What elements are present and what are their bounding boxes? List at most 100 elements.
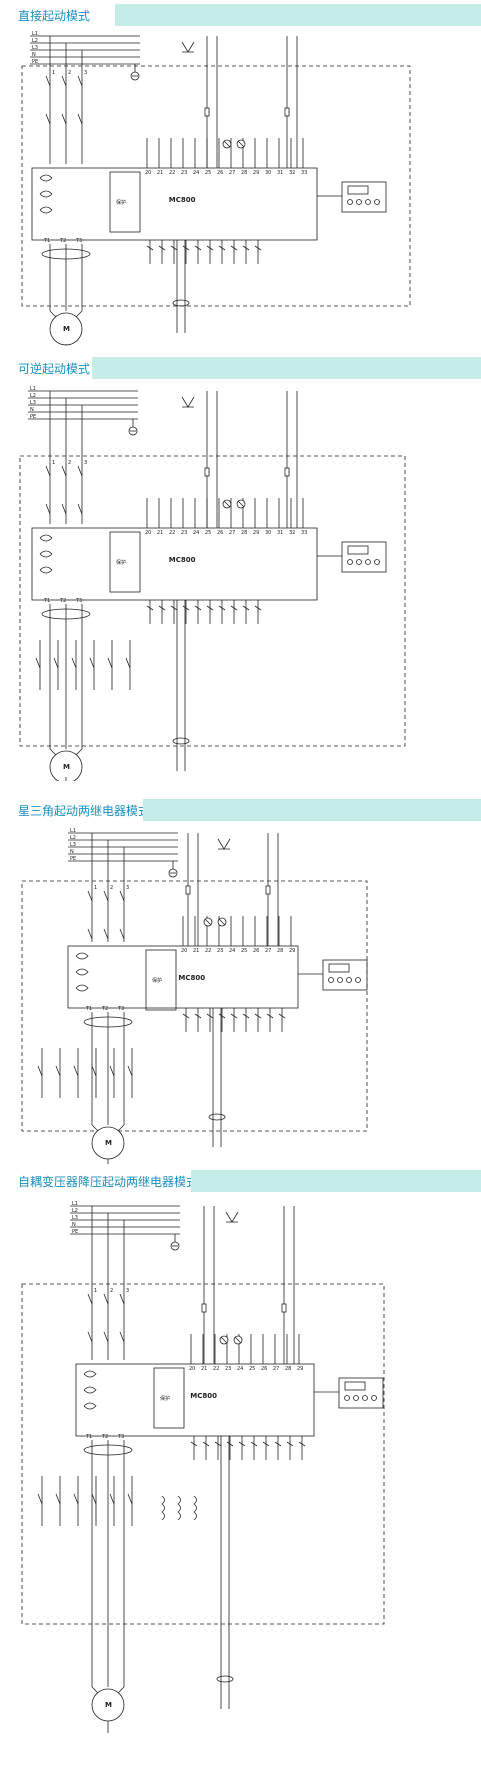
terminal-number: 30 [265,170,271,176]
input-switch-icon [274,1441,282,1447]
ct-coil-icon [39,566,53,574]
panel-button-icon [362,1395,368,1401]
terminal-number: 28 [285,1366,291,1372]
supply-line-label: L3 [70,842,76,848]
cabinet-boundary [21,1283,385,1625]
terminal-number: 33 [301,530,307,536]
input-switch-icon [266,1013,274,1019]
cabinet-boundary [19,455,406,747]
input-switch-icon [242,605,250,611]
terminal-number: 24 [193,170,199,176]
section-header: 星三角起动两继电器模式 [0,799,481,821]
terminal-number: 22 [213,1366,219,1372]
shield-icon [172,299,190,307]
terminal-number: 31 [277,170,283,176]
panel-button-icon [365,559,371,565]
input-switch-icon [182,1013,190,1019]
contactor-contact [87,1331,93,1343]
contactor-contact [127,1493,133,1505]
panel-button-icon [374,199,380,205]
lamp-cross [223,500,231,508]
lamp-cross [223,140,231,148]
protection-label: 保护 [160,1395,170,1402]
terminal-number: T2 [101,1434,108,1440]
section-header: 自耦变压器降压起动两继电器模式 [0,1170,481,1192]
panel-button-icon [328,977,334,983]
zero-sequence-ct-icon [83,1016,133,1028]
supply-line-label: N [32,52,36,58]
modbus-connector-icon [181,41,195,53]
protection-block [145,949,177,1011]
terminal-number: 26 [217,530,223,536]
modbus-connector-icon [181,396,195,408]
terminal-number: 2 [68,70,71,76]
section-title: 可逆起动模式 [18,362,91,376]
panel-button-icon [344,1395,350,1401]
operator-panel [338,1377,384,1409]
controller-box [31,167,318,241]
supply-line-label: L2 [32,38,38,44]
input-switch-icon [170,605,178,611]
input-switch-icon [206,1013,214,1019]
input-switch-icon [286,1441,294,1447]
breaker-contact [119,1293,125,1305]
input-switch-icon [202,1441,210,1447]
input-switch-icon [230,605,238,611]
breaker-contact [87,890,93,902]
terminal-number: T3 [117,1006,124,1012]
section-title: 星三角起动两继电器模式 [18,804,151,818]
terminal-number: 25 [205,170,211,176]
modbus-connector-icon [217,838,231,850]
input-switch-icon [230,1013,238,1019]
operator-panel-display [328,963,350,973]
supply-line-label: L1 [32,31,38,37]
section-title-bar [115,4,481,26]
protection-block [109,531,141,593]
zero-sequence-ct-icon [41,608,91,620]
protection-block [153,1367,185,1429]
controller-label: MC800 [169,556,196,564]
contactor-contact [107,657,113,669]
terminal-number: 21 [157,530,163,536]
terminal-number: 20 [189,1366,195,1372]
panel-button-icon [347,199,353,205]
panel-button-icon [353,1395,359,1401]
terminal-number: 2 [110,1288,113,1294]
supply-line-label: L1 [70,828,76,834]
terminal-number: 1 [94,1288,97,1294]
modbus-connector-icon [225,1211,239,1223]
input-switch-icon [194,245,202,251]
fuse-icon [284,467,290,477]
contactor-contact [109,1065,115,1077]
contactor-contact [73,1065,79,1077]
terminal-number: 24 [229,948,235,954]
terminal-number: 1 [52,70,55,76]
lamp-cross [204,918,212,926]
input-switch-icon [250,1441,258,1447]
terminal-number: 21 [193,948,199,954]
ct-coil-icon [39,190,53,198]
terminal-number: 23 [217,948,223,954]
contactor-contact [77,113,83,125]
terminal-number: 28 [241,530,247,536]
terminal-number: 2 [110,885,113,891]
input-switch-icon [190,1441,198,1447]
section-title-bar [191,1170,481,1192]
contactor-contact [125,657,131,669]
input-switch-icon [254,605,262,611]
fuse-icon [265,885,271,895]
terminal-number: 29 [253,170,259,176]
supply-line-label: L2 [72,1208,78,1214]
contactor-contact [91,1065,97,1077]
section-title-bar [143,799,481,821]
terminal-number: T3 [75,598,82,604]
terminal-number: 22 [205,948,211,954]
ct-coil-icon [83,1402,97,1410]
contactor-contact [91,1493,97,1505]
operator-panel-display [344,1381,366,1391]
ct-coil-icon [83,1386,97,1394]
panel-button-icon [356,199,362,205]
